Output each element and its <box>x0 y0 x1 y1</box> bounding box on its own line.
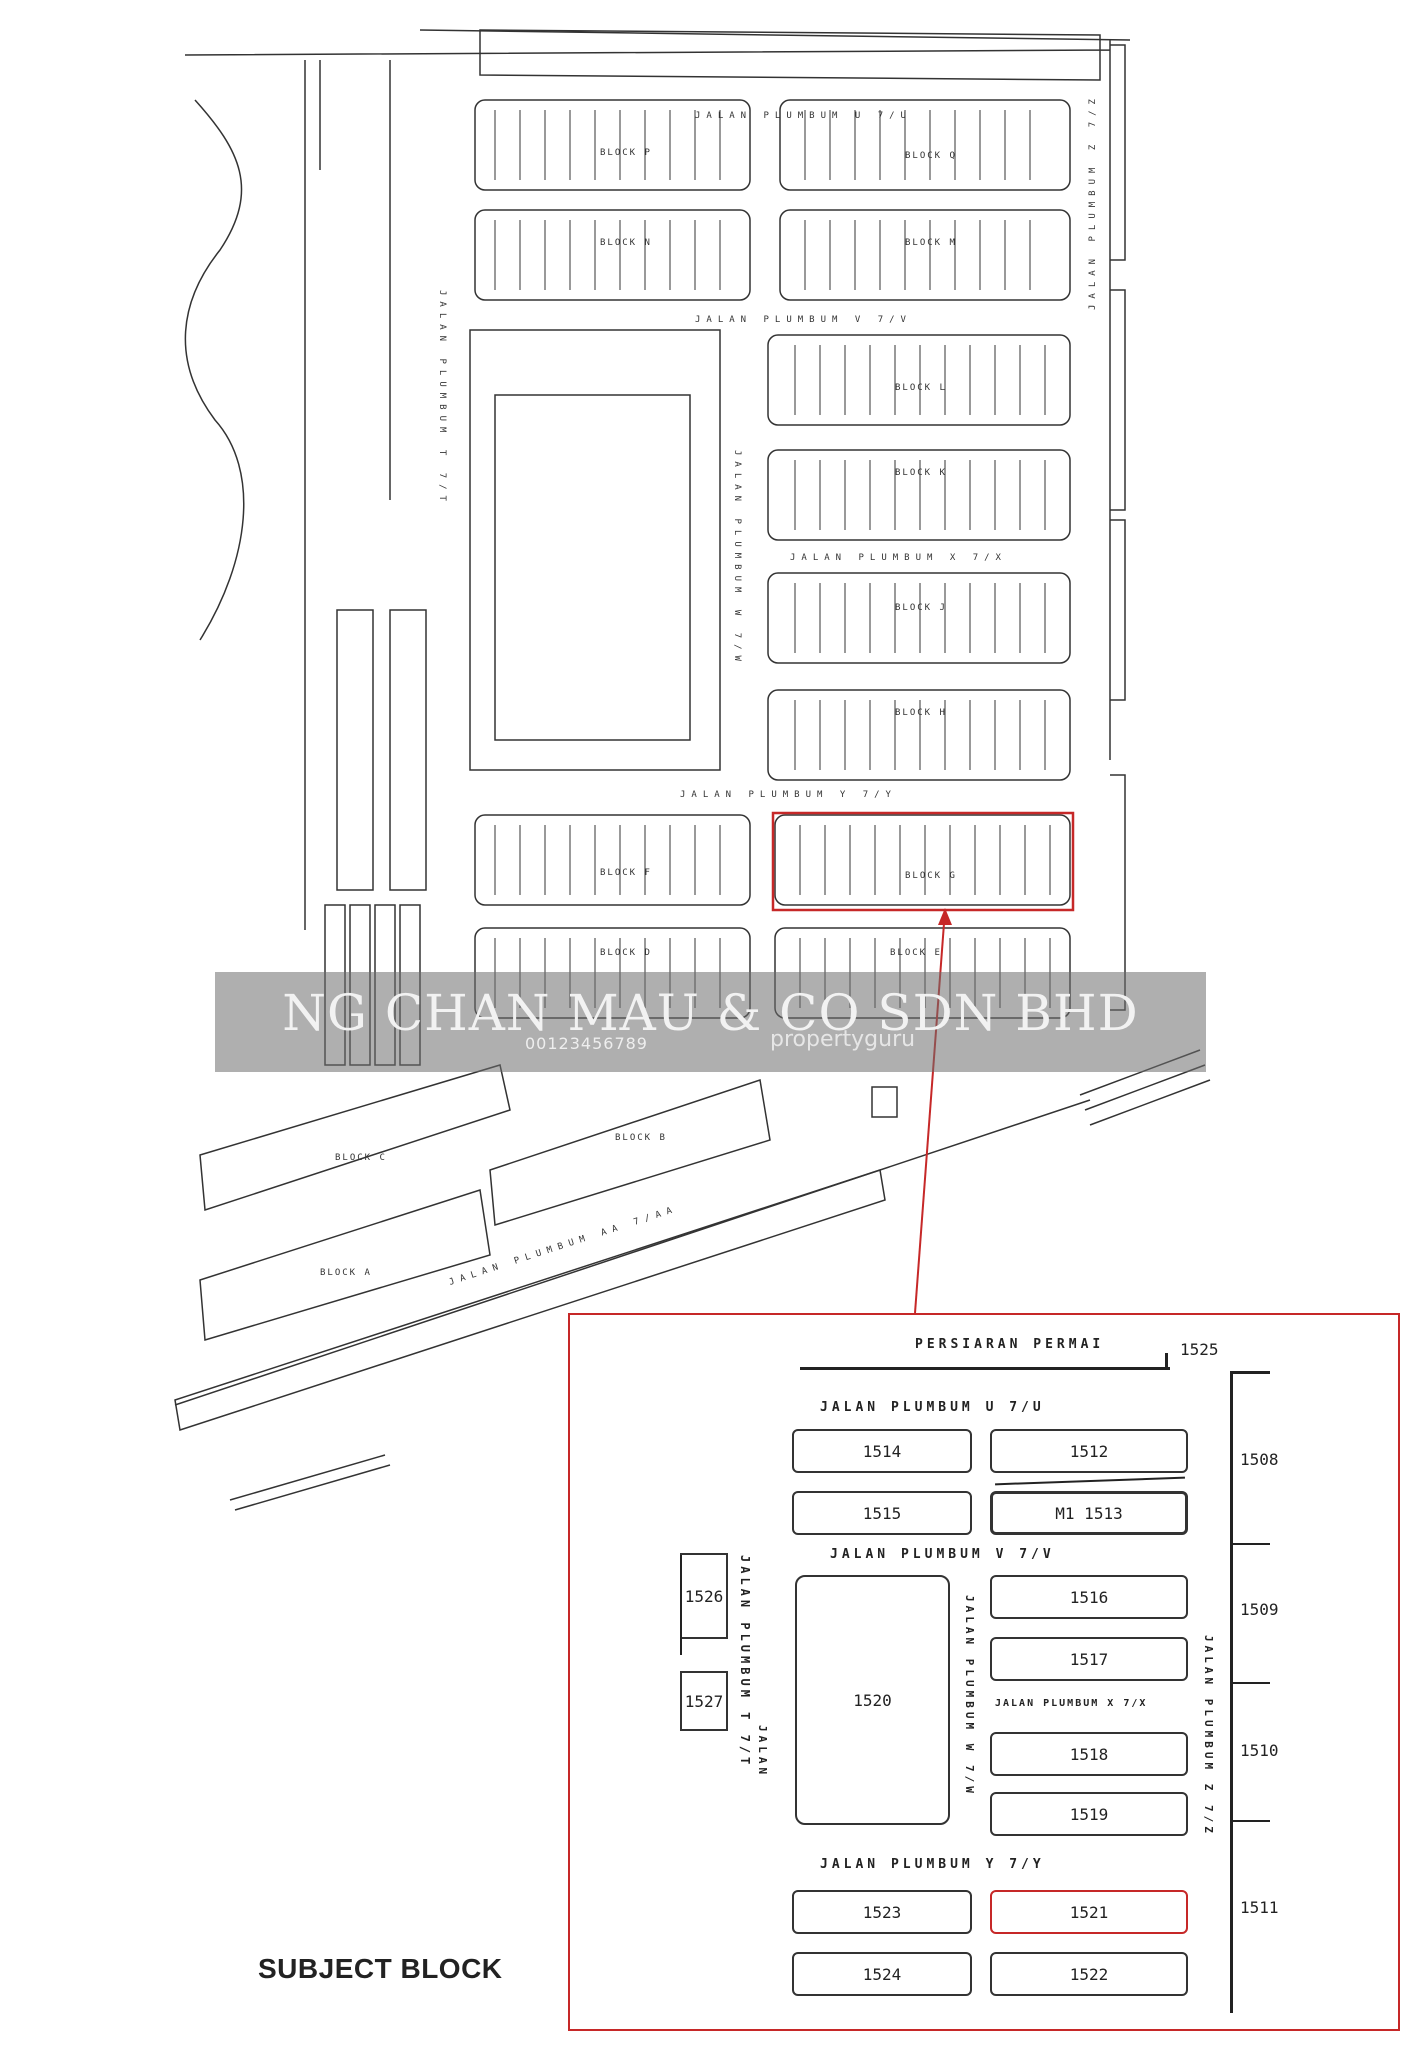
callout-arrowhead <box>938 908 952 925</box>
road-line <box>1230 1682 1270 1684</box>
lot-1519: 1519 <box>990 1792 1188 1836</box>
road-line <box>1230 1820 1270 1822</box>
block-label: BLOCK Q <box>905 151 957 161</box>
east-boundary-strip <box>1110 44 1126 1011</box>
lot-1522: 1522 <box>990 1952 1188 1996</box>
road-y: JALAN PLUMBUM Y 7/Y <box>820 1857 1045 1872</box>
road-line <box>1230 1543 1270 1545</box>
lot-number-corner: 1525 <box>1180 1340 1219 1359</box>
central-block <box>469 329 721 771</box>
road-line <box>680 1555 682 1655</box>
block-label: BLOCK G <box>905 871 957 881</box>
west-curve <box>184 99 245 641</box>
lot-1516: 1516 <box>990 1575 1188 1619</box>
subject-block-caption: SUBJECT BLOCK <box>258 1953 503 1984</box>
south-boundary <box>174 1099 1091 1511</box>
road-line <box>1165 1353 1168 1370</box>
road-persiaran-permai: PERSIARAN PERMAI <box>915 1337 1105 1352</box>
scribble-line <box>995 1476 1185 1486</box>
road-line <box>800 1367 1170 1370</box>
southwest-blocks <box>174 1064 886 1431</box>
block-label: BLOCK P <box>600 148 652 158</box>
north-strip <box>479 29 1101 81</box>
lot-number-edge: 1508 <box>1240 1450 1279 1469</box>
east-road-line <box>1230 1373 1233 2013</box>
lot-1524: 1524 <box>792 1952 972 1996</box>
road-x: JALAN PLUMBUM X 7/X <box>995 1698 1148 1709</box>
watermark-brand: propertyguru <box>770 1027 916 1052</box>
road-label: JALAN PLUMBUM T 7/T <box>437 290 447 507</box>
block-label: BLOCK D <box>600 948 652 958</box>
road-label: JALAN PLUMBUM Z 7/Z <box>1088 93 1098 310</box>
lot-number-edge: 1509 <box>1240 1600 1279 1619</box>
lot-1527: 1527 <box>680 1671 728 1731</box>
lot-number-edge: 1511 <box>1240 1898 1279 1917</box>
watermark-band: NG CHAN MAU & CO SDN BHD 00123456789 pro… <box>215 972 1206 1072</box>
road-v: JALAN PLUMBUM V 7/V <box>830 1547 1055 1562</box>
lot-1518: 1518 <box>990 1732 1188 1776</box>
block-label: BLOCK E <box>890 948 942 958</box>
inset-detail-map: PERSIARAN PERMAI 1525 JALAN PLUMBUM U 7/… <box>568 1313 1400 2031</box>
lot-1513-label: M1 1513 <box>1055 1503 1123 1523</box>
road-label: JALAN PLUMBUM Y 7/Y <box>680 790 897 800</box>
lot-1517: 1517 <box>990 1637 1188 1681</box>
block-label: BLOCK M <box>905 238 957 248</box>
block-label: BLOCK F <box>600 868 652 878</box>
watermark-phone: 00123456789 <box>525 1034 648 1053</box>
road-u: JALAN PLUMBUM U 7/U <box>820 1400 1045 1415</box>
watermark-company: NG CHAN MAU & CO SDN BHD <box>282 984 1139 1042</box>
block-label: BLOCK L <box>895 383 947 393</box>
lot-1514: 1514 <box>792 1429 972 1473</box>
block-label: BLOCK J <box>895 603 947 613</box>
subject-block-highlight <box>771 811 1075 912</box>
road-t: JALAN PLUMBUM T 7/T <box>738 1555 752 1769</box>
west-strip <box>304 60 391 930</box>
road-z: JALAN PLUMBUM Z 7/Z <box>1202 1635 1215 1837</box>
road-label: JALAN PLUMBUM W 7/W <box>732 450 742 667</box>
lot-1513: M1 1513 <box>990 1491 1188 1535</box>
site-boundary <box>184 29 1131 760</box>
lot-1521-subject: 1521 <box>990 1890 1188 1934</box>
block-label: BLOCK K <box>895 468 947 478</box>
lot-1523: 1523 <box>792 1890 972 1934</box>
block-label: BLOCK C <box>335 1153 387 1163</box>
lot-1512: 1512 <box>990 1429 1188 1473</box>
road-w: JALAN PLUMBUM W 7/W <box>963 1595 976 1797</box>
block-label: BLOCK H <box>895 708 947 718</box>
block-label: BLOCK B <box>615 1133 667 1143</box>
lot-number-edge: 1510 <box>1240 1741 1279 1760</box>
callout-leader <box>914 909 946 1314</box>
lot-1526: 1526 <box>680 1553 728 1639</box>
small-structure <box>871 1086 898 1118</box>
road-line <box>1230 1371 1270 1374</box>
block-label: BLOCK A <box>320 1268 372 1278</box>
lot-1515: 1515 <box>792 1491 972 1535</box>
road-label: JALAN PLUMBUM V 7/V <box>695 315 912 325</box>
road-label: JALAN PLUMBUM X 7/X <box>790 553 1007 563</box>
lot-1520: 1520 <box>795 1575 950 1825</box>
road-left-jalan: JALAN <box>756 1725 769 1779</box>
block-label: BLOCK N <box>600 238 652 248</box>
road-label: JALAN PLUMBUM U 7/U <box>695 111 912 121</box>
